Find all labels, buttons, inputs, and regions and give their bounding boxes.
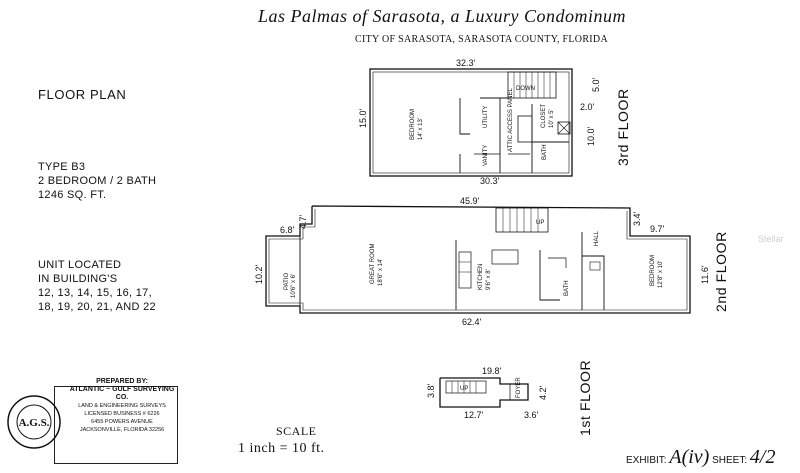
room-3f-attic: ATTIC ACCESS PANEL xyxy=(508,88,514,152)
sheet-value: 4/2 xyxy=(749,446,776,468)
dim-2f-patio-h: 10.2' xyxy=(254,264,264,284)
unit-area: 1246 SQ. FT. xyxy=(38,189,107,201)
watermark: Stellar xyxy=(758,234,784,244)
room-2f-hall: HALL xyxy=(594,230,600,246)
room-3f-bedroom-size: 14' x 13' xyxy=(418,118,424,140)
second-floor-label: 2nd FLOOR xyxy=(713,231,729,312)
stamp-license: LICENSED BUSINESS # 6226 xyxy=(84,411,160,417)
third-floor-plan xyxy=(369,68,573,177)
unit-type-block: TYPE B3 2 BEDROOM / 2 BATH 1246 SQ. FT. xyxy=(38,160,156,202)
room-2f-kitchen: KITCHEN xyxy=(478,264,484,290)
dim-2f-left-step: 4.7' xyxy=(298,214,308,229)
surveyor-seal-icon: A.G.S. xyxy=(7,395,61,449)
attic-panel xyxy=(517,115,533,143)
dim-1f-top: 19.8' xyxy=(482,366,502,376)
document-title: Las Palmas of Sarasota, a Luxury Condomi… xyxy=(258,6,627,26)
document-subtitle: CITY OF SARASOTA, SARASOTA COUNTY, FLORI… xyxy=(355,34,608,45)
svg-text:A.G.S.: A.G.S. xyxy=(19,417,50,429)
exhibit-value: A(iv) xyxy=(669,446,710,468)
unit-type: TYPE B3 xyxy=(38,161,86,173)
exhibit-label: EXHIBIT: xyxy=(626,455,667,466)
dim-1f-foyer-w: 3.6' xyxy=(524,410,539,420)
second-stairs xyxy=(495,207,549,233)
sheet-label: SHEET: xyxy=(712,455,748,466)
dim-3f-top: 32.3' xyxy=(456,58,476,68)
stamp-services: LAND & ENGINEERING SURVEYS xyxy=(78,403,166,409)
dim-3f-stair: 2.0' xyxy=(580,102,595,112)
dim-2f-right: 11.6' xyxy=(700,265,710,284)
third-floor-label: 3rd FLOOR xyxy=(615,88,631,166)
dim-3f-bottom: 30.3' xyxy=(480,176,500,186)
stamp-city: JACKSONVILLE, FLORIDA 32256 xyxy=(79,427,165,433)
dim-2f-bottom: 62.4' xyxy=(462,317,482,327)
floor-plan-label: FLOOR PLAN xyxy=(38,87,127,102)
stamp-box xyxy=(54,386,178,464)
dim-2f-bed-w: 9.7' xyxy=(650,224,665,234)
room-1f-foyer: FOYER xyxy=(516,377,522,398)
first-floor-outline xyxy=(439,377,529,408)
dim-2f-top: 45.9' xyxy=(460,196,480,206)
room-1f-up: UP xyxy=(460,386,468,392)
surveyor-stamp: A.G.S. PREPARED BY: ATLANTIC ~ GULF SURV… xyxy=(2,378,180,466)
dim-1f-right: 4.2' xyxy=(538,385,548,400)
dim-3f-right-top: 5.0' xyxy=(591,77,601,92)
stamp-company: ATLANTIC ~ GULF SURVEYING CO. xyxy=(69,386,175,401)
second-floor-outline xyxy=(265,205,691,314)
exhibit-block: EXHIBIT: A(iv) SHEET: 4/2 xyxy=(626,446,775,469)
location-line: 12, 13, 14, 15, 16, 17, xyxy=(38,287,152,299)
dim-1f-bottom: 12.7' xyxy=(464,410,484,420)
scale-title: SCALE xyxy=(276,424,317,438)
room-2f-bedroom-size: 12'8" x 10' xyxy=(658,261,664,288)
scale-block: SCALE 1 inch = 10 ft. xyxy=(238,424,325,457)
unit-bedrooms: 2 BEDROOM / 2 BATH xyxy=(38,175,157,187)
room-2f-great-room-size: 18'6" x 14' xyxy=(378,259,384,286)
room-2f-up: UP xyxy=(536,220,544,226)
first-floor-label: 1st FLOOR xyxy=(577,360,593,436)
first-floor-plan xyxy=(439,377,529,408)
third-floor-inner-wall xyxy=(372,71,570,174)
room-3f-closet: CLOSET xyxy=(541,104,547,128)
room-3f-bath: BATH xyxy=(542,144,548,160)
room-2f-bedroom: BEDROOM xyxy=(650,255,656,286)
location-line: UNIT LOCATED xyxy=(38,259,122,271)
room-2f-kitchen-size: 9'6" x 8' xyxy=(486,269,492,290)
location-line: IN BUILDING'S xyxy=(38,273,118,285)
stamp-prepared-by: PREPARED BY: xyxy=(96,378,148,385)
room-2f-patio: PATIO xyxy=(284,273,290,290)
room-2f-bath: BATH xyxy=(564,280,570,296)
scale-value: 1 inch = 10 ft. xyxy=(238,441,325,456)
room-2f-great-room: GREAT ROOM xyxy=(370,244,376,284)
room-3f-down: DOWN xyxy=(516,86,535,92)
room-3f-bedroom: BEDROOM xyxy=(410,109,416,140)
stamp-street: 6455 POWERS AVENUE xyxy=(91,419,153,425)
third-floor-outline xyxy=(369,68,573,177)
dim-2f-right-step: 3.4' xyxy=(632,211,642,226)
stamp-text: PREPARED BY: ATLANTIC ~ GULF SURVEYING C… xyxy=(64,378,180,434)
unit-location-block: UNIT LOCATED IN BUILDING'S 12, 13, 14, 1… xyxy=(38,258,156,314)
dim-3f-left: 15.0' xyxy=(358,108,368,128)
room-3f-closet-size: 10' x 5' xyxy=(549,109,555,128)
dim-1f-left: 3.8' xyxy=(426,383,436,398)
room-3f-vanity: VANITY xyxy=(483,145,489,166)
room-3f-utility: UTILITY xyxy=(483,106,489,128)
location-line: 18, 19, 20, 21, AND 22 xyxy=(38,301,156,313)
second-floor-plan xyxy=(265,205,691,314)
room-2f-patio-size: 10'6" x 6' xyxy=(291,274,297,298)
dim-3f-right-mid: 10.0' xyxy=(586,126,596,146)
dim-2f-patio-w: 6.8' xyxy=(280,225,295,235)
